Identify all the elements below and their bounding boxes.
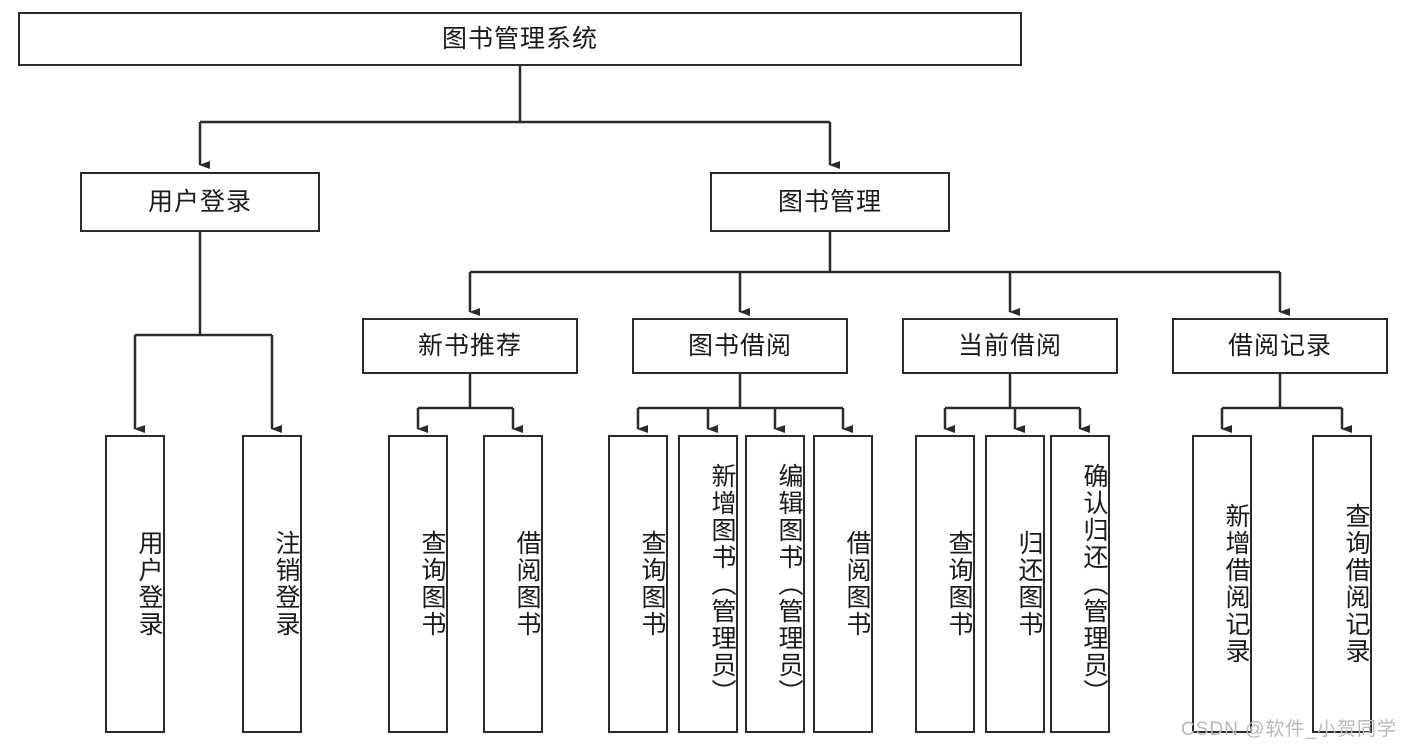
leaf-edit-book-admin-label: 编辑图书（管理员）: [775, 462, 803, 706]
node-book-borrow[interactable]: 图书借阅: [632, 318, 848, 374]
leaf-borrow-book[interactable]: 借阅图书: [813, 435, 873, 733]
node-current-borrow[interactable]: 当前借阅: [902, 318, 1118, 374]
leaf-confirm-return-admin-label: 确认归还（管理员）: [1080, 462, 1108, 706]
leaf-query-book-current-label: 查询图书: [945, 530, 973, 638]
leaf-query-book-recommend-label: 查询图书: [418, 530, 446, 638]
node-current-borrow-label: 当前借阅: [957, 331, 1062, 360]
leaf-logout-label: 注销登录: [272, 530, 300, 638]
leaf-user-login[interactable]: 用户登录: [105, 435, 165, 733]
leaf-borrow-book-recommend[interactable]: 借阅图书: [483, 435, 543, 733]
leaf-borrow-book-recommend-label: 借阅图书: [513, 530, 541, 638]
node-book-management-label: 图书管理: [777, 187, 882, 216]
leaf-edit-book-admin[interactable]: 编辑图书（管理员）: [745, 435, 805, 733]
node-root-label: 图书管理系统: [441, 24, 598, 53]
leaf-borrow-book-label: 借阅图书: [843, 530, 871, 638]
node-user-login-label: 用户登录: [147, 187, 252, 216]
leaf-query-borrow-record-label: 查询借阅记录: [1342, 503, 1370, 665]
leaf-user-login-label: 用户登录: [135, 530, 163, 638]
node-borrow-records-label: 借阅记录: [1227, 331, 1332, 360]
leaf-add-book-admin[interactable]: 新增图书（管理员）: [678, 435, 738, 733]
leaf-query-book-current[interactable]: 查询图书: [915, 435, 975, 733]
leaf-query-book-recommend[interactable]: 查询图书: [388, 435, 448, 733]
leaf-add-book-admin-label: 新增图书（管理员）: [708, 462, 736, 706]
leaf-logout[interactable]: 注销登录: [242, 435, 302, 733]
leaf-query-book-borrow[interactable]: 查询图书: [608, 435, 668, 733]
node-borrow-records[interactable]: 借阅记录: [1172, 318, 1388, 374]
csdn-watermark: CSDN @软件_小贺同学: [1181, 719, 1397, 740]
node-user-login[interactable]: 用户登录: [80, 172, 320, 232]
leaf-return-book[interactable]: 归还图书: [985, 435, 1045, 733]
leaf-add-borrow-record-label: 新增借阅记录: [1222, 503, 1250, 665]
node-new-book-recommend-label: 新书推荐: [417, 331, 522, 360]
leaf-confirm-return-admin[interactable]: 确认归还（管理员）: [1050, 435, 1110, 733]
leaf-add-borrow-record[interactable]: 新增借阅记录: [1192, 435, 1252, 733]
node-book-management[interactable]: 图书管理: [710, 172, 950, 232]
leaf-query-book-borrow-label: 查询图书: [638, 530, 666, 638]
leaf-query-borrow-record[interactable]: 查询借阅记录: [1312, 435, 1372, 733]
leaf-return-book-label: 归还图书: [1015, 530, 1043, 638]
node-book-borrow-label: 图书借阅: [687, 331, 792, 360]
node-new-book-recommend[interactable]: 新书推荐: [362, 318, 578, 374]
node-root[interactable]: 图书管理系统: [18, 12, 1022, 66]
